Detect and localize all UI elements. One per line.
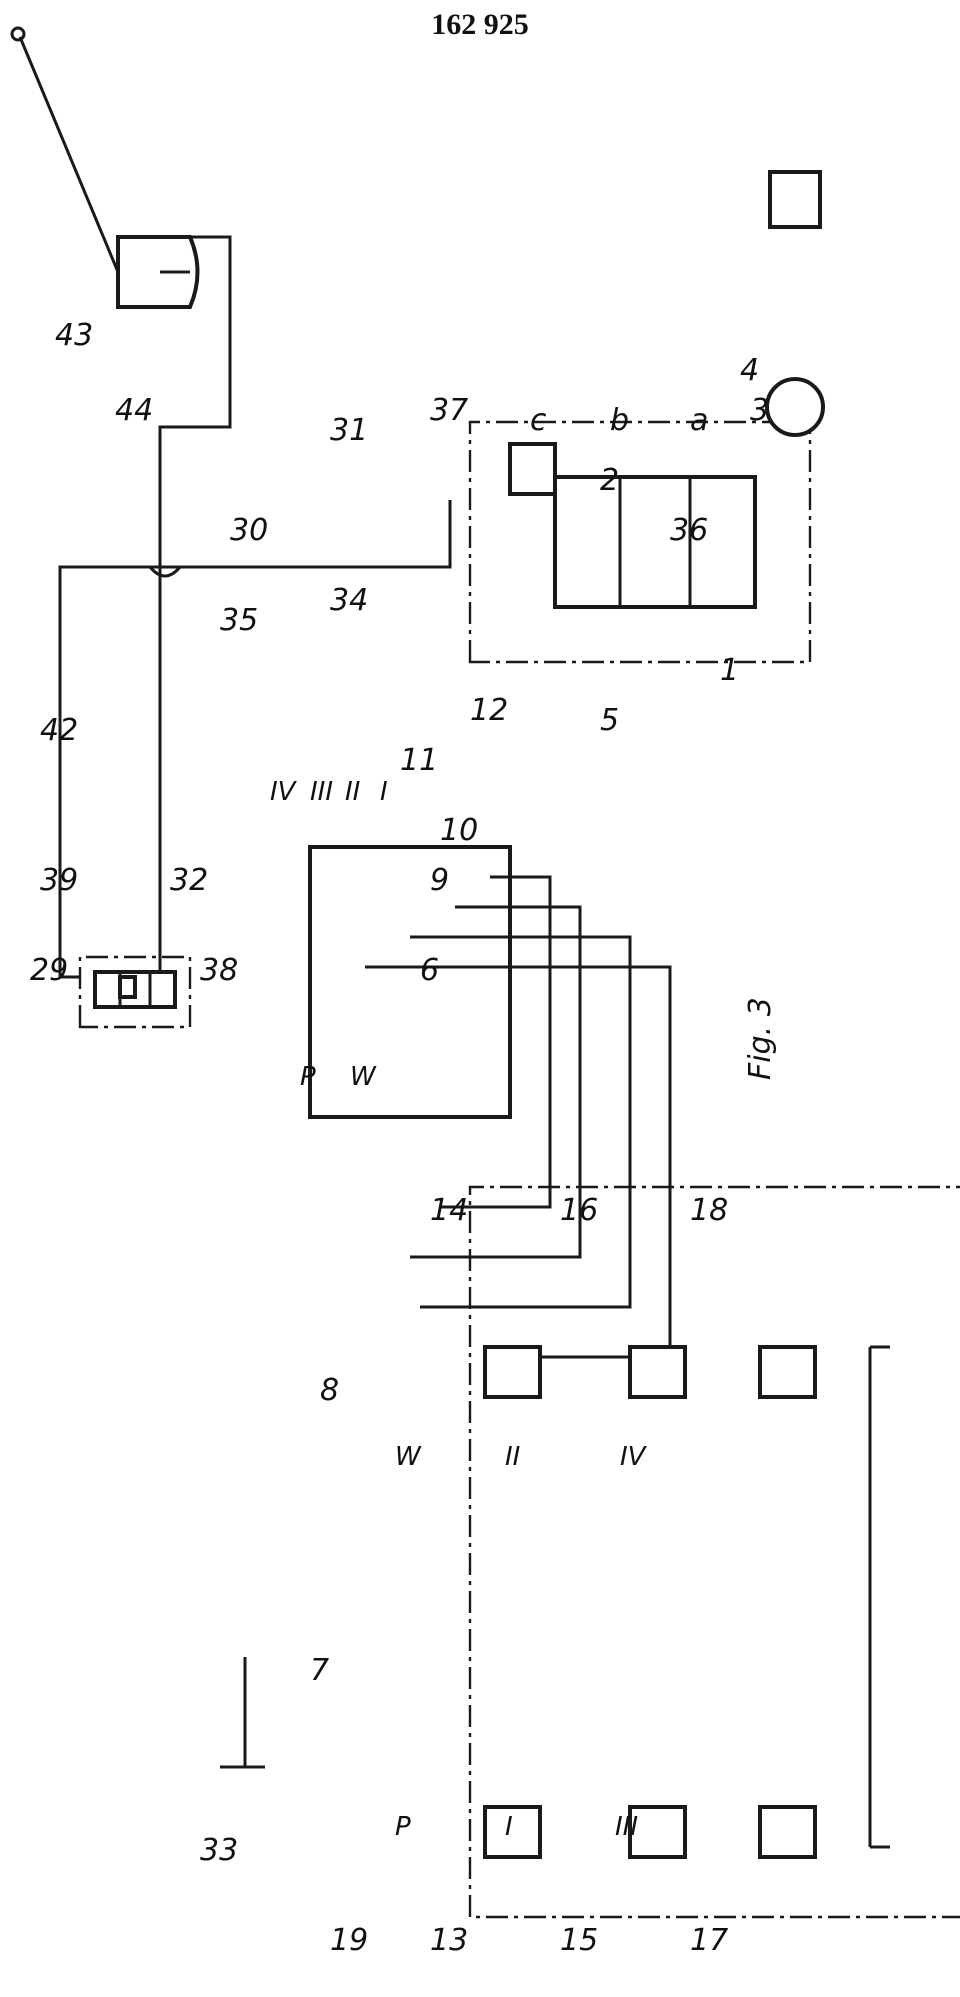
actuator-II-16 (628, 1345, 687, 1399)
valve-36-pilot (508, 442, 557, 496)
actuator-label-iii: III (615, 1812, 638, 1842)
label-2: 2 (600, 463, 619, 498)
port-label-w: W (350, 1062, 377, 1092)
label-10: 10 (440, 813, 478, 848)
label-15: 15 (560, 1923, 598, 1958)
label-32: 32 (170, 863, 208, 898)
label-12: 12 (470, 693, 508, 728)
label-6: 6 (420, 953, 439, 988)
label-b: b (610, 403, 629, 438)
actuator-III-17 (758, 1805, 817, 1859)
distributor-valve-36 (553, 475, 757, 609)
port-label-iii: III (310, 777, 333, 807)
label-44: 44 (115, 393, 153, 428)
actuator-W-14 (483, 1345, 542, 1399)
actuator-label-i: I (505, 1812, 513, 1842)
actuator-group-19 (468, 1185, 960, 1919)
shift-block-6 (308, 845, 512, 1119)
label-c: c (530, 403, 547, 438)
actuator-I-15 (628, 1805, 687, 1859)
label-42: 42 (40, 713, 78, 748)
valve-group-29 (78, 955, 192, 1029)
line-30-crossing (148, 566, 182, 578)
line-10 (410, 905, 582, 1259)
label-13: 13 (430, 1923, 468, 1958)
pump-3 (765, 377, 825, 437)
line-11 (410, 935, 632, 1309)
line-12 (365, 965, 672, 1359)
tank-main (868, 1345, 890, 1849)
relief-valve-4 (768, 170, 822, 229)
actuator-P-13 (483, 1805, 542, 1859)
label-33: 33 (200, 1833, 238, 1868)
port-label-iv: IV (270, 777, 298, 807)
label-3: 3 (750, 393, 769, 428)
label-34: 34 (330, 583, 368, 618)
label-7: 7 (310, 1653, 329, 1688)
label-a: a (690, 403, 708, 438)
label-1: 1 (720, 653, 739, 688)
figure-caption: Fig. 3 (743, 997, 778, 1080)
tank-33 (220, 1657, 265, 1769)
actuator-IV-18 (758, 1345, 817, 1399)
actuator-label-p: P (395, 1812, 411, 1842)
line-30 (58, 500, 452, 979)
port-label-ii: II (345, 777, 360, 807)
document-number: 162 925 (431, 8, 529, 41)
label-19: 19 (330, 1923, 368, 1958)
port-label-p: P (300, 1062, 316, 1092)
label-14: 14 (430, 1193, 468, 1228)
control-lever-43 (10, 26, 200, 309)
label-11: 11 (400, 743, 438, 778)
label-4: 4 (740, 353, 759, 388)
valve-39-42 (93, 970, 177, 1009)
label-38: 38 (200, 953, 238, 988)
port-label-i: I (380, 777, 388, 807)
label-43: 43 (55, 318, 93, 353)
actuator-label-w: W (395, 1442, 422, 1472)
label-8: 8 (320, 1373, 339, 1408)
actuator-label-ii: II (505, 1442, 520, 1472)
label-37: 37 (430, 393, 468, 428)
label-18: 18 (690, 1193, 728, 1228)
label-16: 16 (560, 1193, 598, 1228)
label-35: 35 (220, 603, 258, 638)
label-9: 9 (430, 863, 449, 898)
actuator-label-iv: IV (620, 1442, 648, 1472)
label-5: 5 (600, 703, 619, 738)
label-17: 17 (690, 1923, 728, 1958)
label-31: 31 (330, 413, 368, 448)
valve-block-dashed-1 (468, 420, 812, 664)
label-29: 29 (30, 953, 68, 988)
line-9 (440, 875, 552, 1209)
label-39: 39 (40, 863, 78, 898)
label-36: 36 (670, 513, 708, 548)
label-30: 30 (230, 513, 268, 548)
